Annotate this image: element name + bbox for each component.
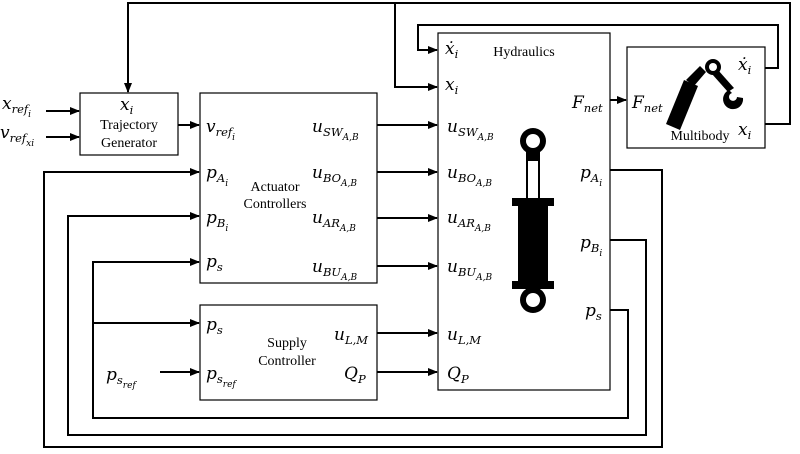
label-mb-x: xi bbox=[738, 120, 752, 142]
label-ac-uAR: uARA,B bbox=[312, 208, 356, 234]
label-sc-ps: ps bbox=[206, 315, 223, 337]
label-hy-xdot: ẋi bbox=[445, 39, 459, 61]
supply-controller-title-2: Controller bbox=[258, 354, 316, 369]
label-mb-Fnet: Fnet bbox=[631, 93, 663, 115]
supply-controller-title-1: Supply bbox=[267, 336, 307, 351]
label-ac-uSW: uSWA,B bbox=[312, 117, 359, 143]
label-hy-x: xi bbox=[445, 75, 459, 97]
label-sc-uLM: uL,M bbox=[334, 325, 369, 347]
wire-xi-to-hydraulics bbox=[394, 3, 438, 91]
trajectory-generator-title-1: Trajectory bbox=[100, 118, 158, 133]
label-ac-ps: ps bbox=[206, 252, 223, 274]
multibody-block bbox=[626, 46, 766, 149]
label-hy-uBU: uBUA,B bbox=[447, 257, 492, 283]
label-ac-uBU: uBUA,B bbox=[312, 257, 357, 283]
label-hy-uBO: uBOA,B bbox=[447, 163, 492, 189]
wire-pA-feedback bbox=[43, 168, 663, 448]
hydraulics-title: Hydraulics bbox=[493, 45, 554, 60]
label-hy-pB: pBi bbox=[580, 233, 602, 259]
supply-controller-block bbox=[199, 304, 378, 401]
label-ps-ref-in: psref bbox=[106, 365, 137, 391]
label-ac-vref: vrefi bbox=[206, 117, 235, 143]
actuator-controllers-block bbox=[199, 92, 378, 284]
label-hy-uLM: uL,M bbox=[447, 325, 482, 347]
multibody-title: Multibody bbox=[670, 129, 729, 144]
label-hy-uAR: uARA,B bbox=[447, 208, 491, 234]
label-sc-QP: QP bbox=[344, 364, 366, 386]
trajectory-generator-block bbox=[79, 92, 179, 156]
label-hy-QP: QP bbox=[447, 364, 469, 386]
actuator-controllers-title-2: Controllers bbox=[244, 197, 307, 212]
label-ac-pB: pBi bbox=[206, 208, 228, 234]
label-x-ref-i: xrefi bbox=[2, 94, 31, 120]
label-sc-psref: psref bbox=[206, 364, 237, 390]
label-hy-Fnet: Fnet bbox=[571, 93, 603, 115]
hydraulic-cylinder-icon bbox=[512, 128, 554, 313]
wire-xi-to-tg bbox=[124, 2, 791, 125]
robot-arm-icon bbox=[666, 59, 744, 130]
label-ac-uBO: uBOA,B bbox=[312, 163, 357, 189]
trajectory-generator-title-2: Generator bbox=[101, 136, 157, 151]
label-hy-uSW: uSWA,B bbox=[447, 117, 494, 143]
label-hy-ps: ps bbox=[585, 301, 602, 323]
actuator-controllers-title-1: Actuator bbox=[251, 180, 300, 195]
label-hy-pA: pAi bbox=[580, 163, 602, 189]
signal-labels: xrefi vrefxi xi vrefi pAi pBi ps uSWA,B uBOA,B uA… bbox=[0, 39, 752, 391]
label-mb-xdot: ẋi bbox=[738, 55, 752, 77]
label-tg-xi: xi bbox=[120, 95, 134, 117]
label-ac-pA: pAi bbox=[206, 163, 228, 189]
label-v-ref-xi: vrefxi bbox=[0, 123, 34, 149]
wire-pB-feedback bbox=[67, 212, 647, 436]
wire-ps-feedback bbox=[92, 258, 629, 419]
wire-xdot-to-hydraulics bbox=[417, 24, 779, 69]
